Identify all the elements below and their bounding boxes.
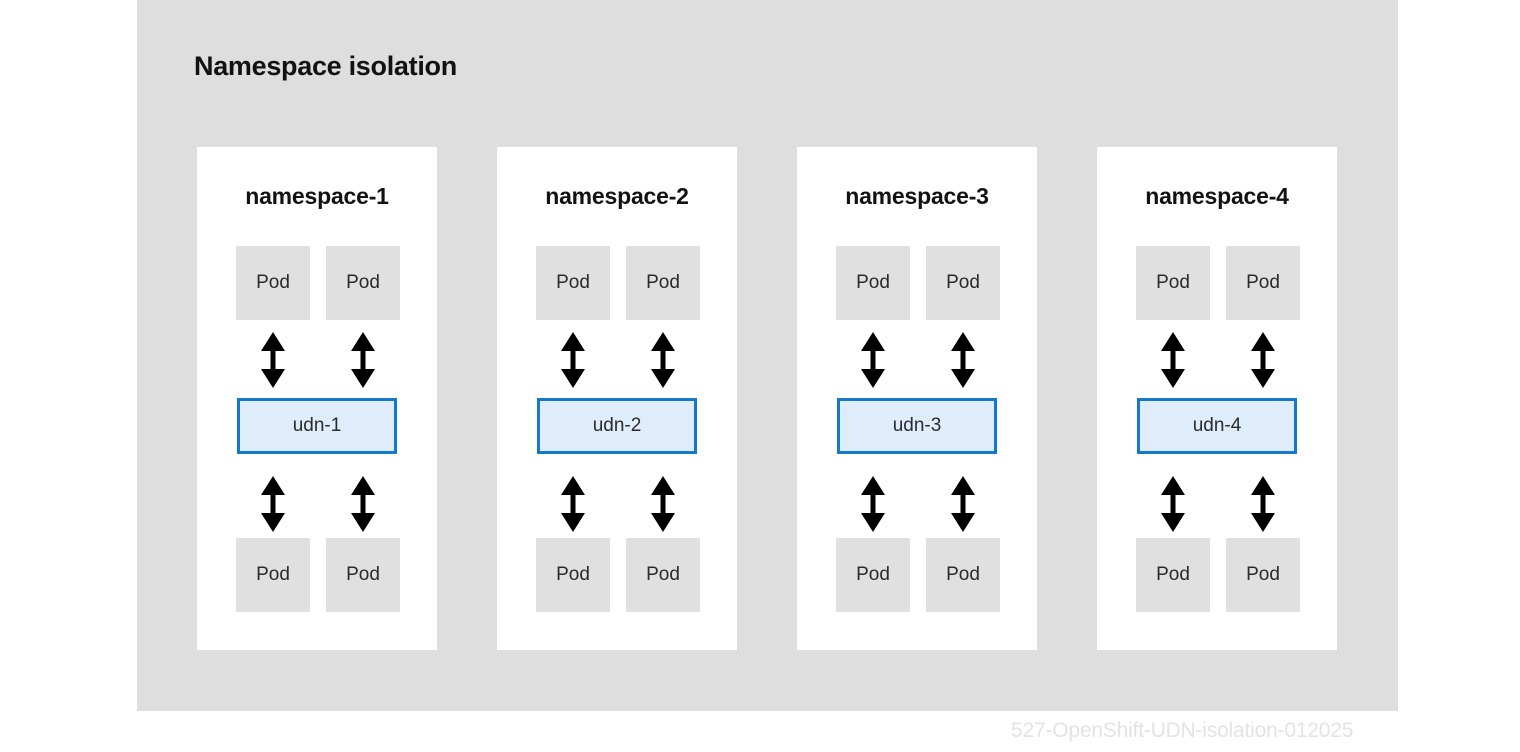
pod-box: Pod [536, 538, 610, 612]
namespace-card-title: namespace-2 [545, 183, 689, 209]
udn-box: udn-3 [837, 398, 997, 454]
bidirectional-arrow-icon [1160, 332, 1186, 388]
pod-box: Pod [536, 246, 610, 320]
bidirectional-arrow-icon [1250, 476, 1276, 532]
bidirectional-arrow-icon [1160, 476, 1186, 532]
bidirectional-arrow-icon [950, 476, 976, 532]
bidirectional-arrow-icon [650, 476, 676, 532]
pod-box: Pod [326, 538, 400, 612]
watermark-label: 527-OpenShift-UDN-isolation-012025 [1011, 719, 1354, 742]
pod-box: Pod [626, 538, 700, 612]
udn-box: udn-2 [537, 398, 697, 454]
pod-box: Pod [1136, 246, 1210, 320]
pod-box: Pod [1136, 538, 1210, 612]
pod-box: Pod [836, 246, 910, 320]
page-title: Namespace isolation [194, 51, 457, 81]
udn-box: udn-1 [237, 398, 397, 454]
udn-box: udn-4 [1137, 398, 1297, 454]
pod-box: Pod [926, 246, 1000, 320]
namespace-card: namespace-1 Pod Pod udn-1 [197, 147, 437, 650]
bidirectional-arrow-icon [560, 476, 586, 532]
pod-box: Pod [1226, 246, 1300, 320]
bidirectional-arrow-icon [350, 476, 376, 532]
namespace-card-title: namespace-3 [845, 183, 989, 209]
bidirectional-arrow-icon [650, 332, 676, 388]
bidirectional-arrow-icon [260, 476, 286, 532]
namespace-card: namespace-4 Pod Pod udn-4 [1097, 147, 1337, 650]
pod-box: Pod [836, 538, 910, 612]
namespace-card-title: namespace-4 [1145, 183, 1289, 209]
bidirectional-arrow-icon [860, 332, 886, 388]
bidirectional-arrow-icon [260, 332, 286, 388]
namespace-card: namespace-2 Pod Pod udn-2 [497, 147, 737, 650]
pod-box: Pod [236, 246, 310, 320]
namespace-card: namespace-3 Pod Pod udn-3 [797, 147, 1037, 650]
namespace-card-title: namespace-1 [245, 183, 389, 209]
pod-box: Pod [326, 246, 400, 320]
namespace-cards-row: namespace-1 Pod Pod udn-1 [197, 147, 1343, 650]
pod-box: Pod [626, 246, 700, 320]
bidirectional-arrow-icon [1250, 332, 1276, 388]
pod-box: Pod [236, 538, 310, 612]
bidirectional-arrow-icon [560, 332, 586, 388]
bidirectional-arrow-icon [350, 332, 376, 388]
pod-box: Pod [926, 538, 1000, 612]
pod-box: Pod [1226, 538, 1300, 612]
bidirectional-arrow-icon [950, 332, 976, 388]
bidirectional-arrow-icon [860, 476, 886, 532]
